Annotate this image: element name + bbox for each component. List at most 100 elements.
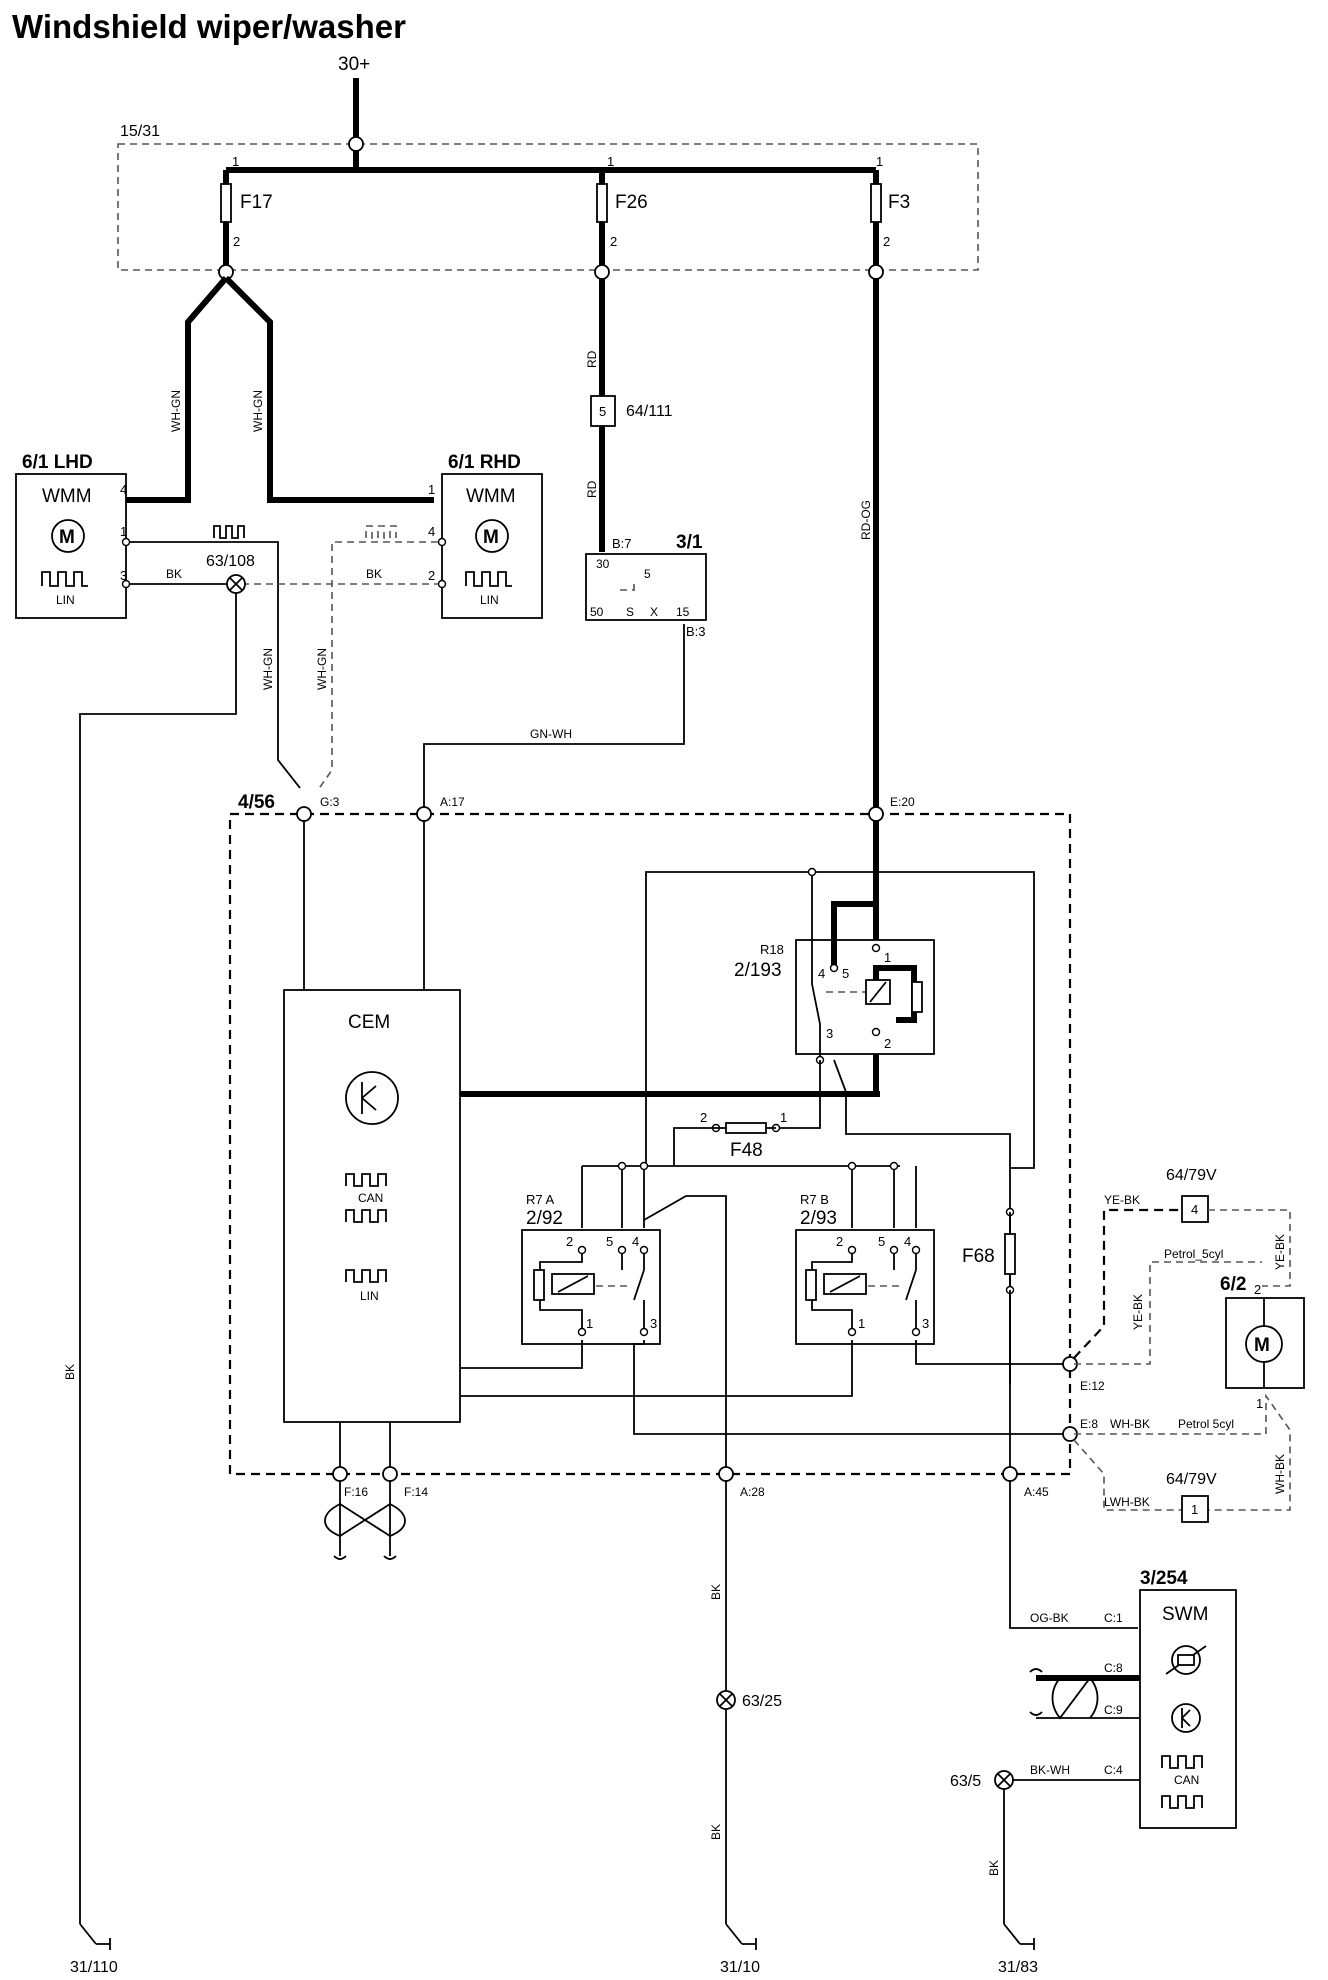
splice-label: 63/108: [206, 553, 255, 570]
ground-31-83: 31/83: [998, 1923, 1038, 1976]
connector-64-79v-top: 64/79V 4: [1166, 1167, 1217, 1223]
wire-label-rd: RD: [585, 350, 599, 368]
svg-text:M: M: [483, 527, 499, 548]
can-signal-icon: [1161, 1755, 1203, 1769]
cem-can: CAN: [358, 1191, 383, 1205]
cem-module: CEM CAN LIN: [283, 989, 461, 1423]
pin: 1: [428, 482, 435, 497]
connector-pin: 4: [1191, 1202, 1198, 1217]
pin: 2: [566, 1234, 573, 1249]
wiper-rhd-bus: LIN: [480, 593, 499, 607]
fuse-box-label: 15/31: [120, 123, 160, 140]
motor-icon: [475, 519, 509, 553]
pin: 3: [120, 568, 127, 583]
wire-label-wh-gn: WH-GN: [251, 390, 265, 432]
connector-label: 64/111: [626, 403, 673, 420]
pin-30: 30: [596, 557, 610, 571]
supply-label: 30+: [338, 54, 370, 75]
wire-label-bk-wh: BK-WH: [1030, 1763, 1070, 1777]
pin: C:1: [1104, 1611, 1123, 1625]
fuse-label: F26: [615, 192, 648, 213]
can-signal-icon: [345, 1173, 387, 1187]
pin: 5: [878, 1234, 885, 1249]
svg-text:M: M: [59, 527, 75, 548]
pin: 15: [676, 605, 690, 619]
fuse-pin-in: 1: [232, 154, 239, 169]
relay-r7b: R7 B 2/93 2 5 4 1 3: [795, 1161, 935, 1345]
fuse-label: F3: [888, 192, 910, 213]
conn-a28: A:28: [740, 1485, 765, 1499]
cem-lin: LIN: [360, 1289, 379, 1303]
pin: C:8: [1104, 1661, 1123, 1675]
wire-label-bk: BK: [709, 1584, 723, 1600]
fuse-pin-out: 2: [883, 234, 890, 249]
relay-name: R7 A: [526, 1192, 555, 1207]
connector-64-79v-bottom: 64/79V 1: [1166, 1471, 1217, 1523]
page-title: Windshield wiper/washer: [12, 8, 406, 45]
pin: 3: [922, 1316, 929, 1331]
swm-can: CAN: [1174, 1773, 1199, 1787]
swm-ref: 3/254: [1140, 1568, 1188, 1589]
switch-icon: [620, 584, 635, 596]
wire-label-lwh-bk: LWH-BK: [1104, 1495, 1150, 1509]
wire-label-bk: BK: [366, 567, 382, 581]
pin: 1: [884, 950, 891, 965]
twisted-pair-icon: [1029, 1668, 1099, 1720]
wire-label-og-bk: OG-BK: [1030, 1611, 1069, 1625]
fuse-label: F17: [240, 192, 273, 213]
wire-label-wh-gn: WH-GN: [261, 648, 275, 690]
washer-pump-ref: 6/2: [1220, 1274, 1246, 1295]
conn-f14: F:14: [404, 1485, 428, 1499]
svg-text:M: M: [1254, 1335, 1270, 1356]
wire-label-rd-og: RD-OG: [859, 500, 873, 540]
pin: 1: [858, 1316, 865, 1331]
wiper-module-lhd: 6/1 LHD WMM M LIN 4 1 3: [15, 452, 131, 619]
fuse-pin-out: 2: [233, 234, 240, 249]
wire-label-wh-gn: WH-GN: [315, 648, 329, 690]
pin: 4: [632, 1234, 639, 1249]
wire-label-wh-gn: WH-GN: [169, 390, 183, 432]
pin: 2: [884, 1036, 891, 1051]
relay-name: R7 B: [800, 1192, 829, 1207]
pin: 5: [606, 1234, 613, 1249]
connector-pin: 1: [1191, 1502, 1198, 1517]
wire-label-wh-bk: WH-BK: [1273, 1454, 1287, 1494]
lin-signal-icon: [213, 525, 245, 539]
pin: 1: [586, 1316, 593, 1331]
ground-label: 31/110: [70, 1959, 118, 1976]
cem-enclosure-label: 4/56: [238, 792, 275, 813]
relay-r18: R18 2/193 4 5 1 3 2: [734, 867, 935, 1065]
can-signal-icon: [1161, 1795, 1203, 1809]
wiper-lhd-bus: LIN: [56, 593, 75, 607]
fuse-box-15-31: [117, 143, 979, 271]
fuse-pin-out: 2: [610, 234, 617, 249]
connector-b3: B:3: [686, 624, 706, 639]
cem-enclosure-4-56: [228, 812, 1072, 1476]
ground-splice-63-25: 63/25: [716, 1690, 782, 1710]
pin: 2: [428, 568, 435, 583]
wire-label-petrol: Petrol_5cyl: [1164, 1247, 1223, 1261]
fuse-f3: 1 F3 2: [868, 154, 910, 280]
pin: 3: [650, 1316, 657, 1331]
motor-icon: [51, 519, 85, 553]
wiper-lhd-ref: 6/1 LHD: [22, 452, 93, 473]
pin: S: [626, 605, 634, 619]
ignition-switch-ref: 3/1: [676, 532, 703, 553]
ground-31-110: 31/110: [70, 1923, 118, 1976]
wiper-rhd-ref: 6/1 RHD: [448, 452, 521, 473]
wire-label-wh-bk: WH-BK: [1110, 1417, 1150, 1431]
lin-signal-icon: [365, 525, 397, 539]
pin: 4: [428, 524, 435, 539]
wire-label-bk: BK: [709, 1824, 723, 1840]
wire-label-ye-bk: YE-BK: [1131, 1294, 1145, 1330]
splice-label: 63/5: [950, 1773, 981, 1790]
pin: X: [650, 605, 658, 619]
ground-label: 31/83: [998, 1959, 1038, 1976]
pin: 1: [1256, 1396, 1263, 1411]
pin: 1: [120, 524, 127, 539]
steering-wheel-module: 3/254 SWM CAN C:1 C:8 C:9 C:4: [1104, 1568, 1237, 1829]
conn-a17: A:17: [440, 795, 465, 809]
relay-r7a: R7 A 2/92 2 5 4 1 3: [521, 1161, 661, 1345]
transistor-icon: [345, 1071, 399, 1125]
